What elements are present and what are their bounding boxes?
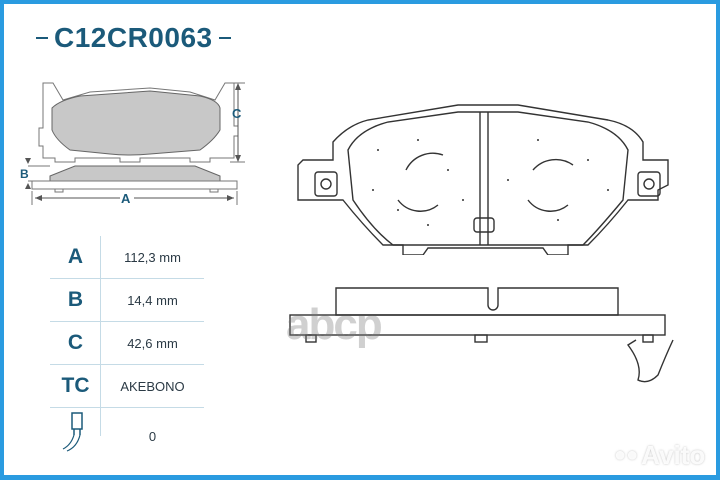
spec-key: C: [67, 331, 84, 354]
spec-value: 0: [148, 428, 157, 444]
spec-row-b: B 14,4 mm: [50, 279, 204, 322]
avito-watermark: ●● Avito: [614, 440, 705, 471]
avito-text: Avito: [641, 440, 706, 470]
dimension-diagram: C B A: [20, 82, 245, 206]
spec-value: 14,4 mm: [127, 292, 178, 308]
dimension-label-b: B: [20, 167, 29, 181]
spec-row-c: C 42,6 mm: [50, 322, 204, 365]
spec-row-sensor: 0: [50, 408, 204, 464]
abcp-watermark: abcp: [286, 300, 383, 349]
brake-pad-front-view: [297, 104, 669, 255]
dimension-label-c: C: [232, 106, 242, 121]
spec-key: TC: [61, 374, 90, 397]
spec-value: AKEBONO: [120, 378, 185, 394]
product-card: [4, 4, 716, 475]
brake-pad-side-view: [289, 287, 674, 383]
spec-key: A: [67, 245, 84, 268]
spec-table: A 112,3 mm B 14,4 mm C 42,6 mm TC AKEBON…: [50, 236, 204, 464]
part-number-title: C12CR0063: [30, 22, 237, 54]
spec-row-a: A 112,3 mm: [50, 236, 204, 279]
spec-value: 42,6 mm: [127, 335, 178, 351]
avito-logo-icon: ●●: [614, 444, 639, 466]
spec-value: 112,3 mm: [124, 249, 181, 265]
title-dash-right: [218, 37, 231, 39]
table-divider: [100, 236, 101, 436]
title-dash-left: [36, 37, 48, 39]
part-number: C12CR0063: [54, 22, 213, 53]
wear-sensor-icon: [50, 411, 101, 461]
dimension-label-a: A: [121, 191, 131, 206]
spec-row-tc: TC AKEBONO: [50, 365, 204, 408]
spec-key: B: [67, 288, 84, 311]
